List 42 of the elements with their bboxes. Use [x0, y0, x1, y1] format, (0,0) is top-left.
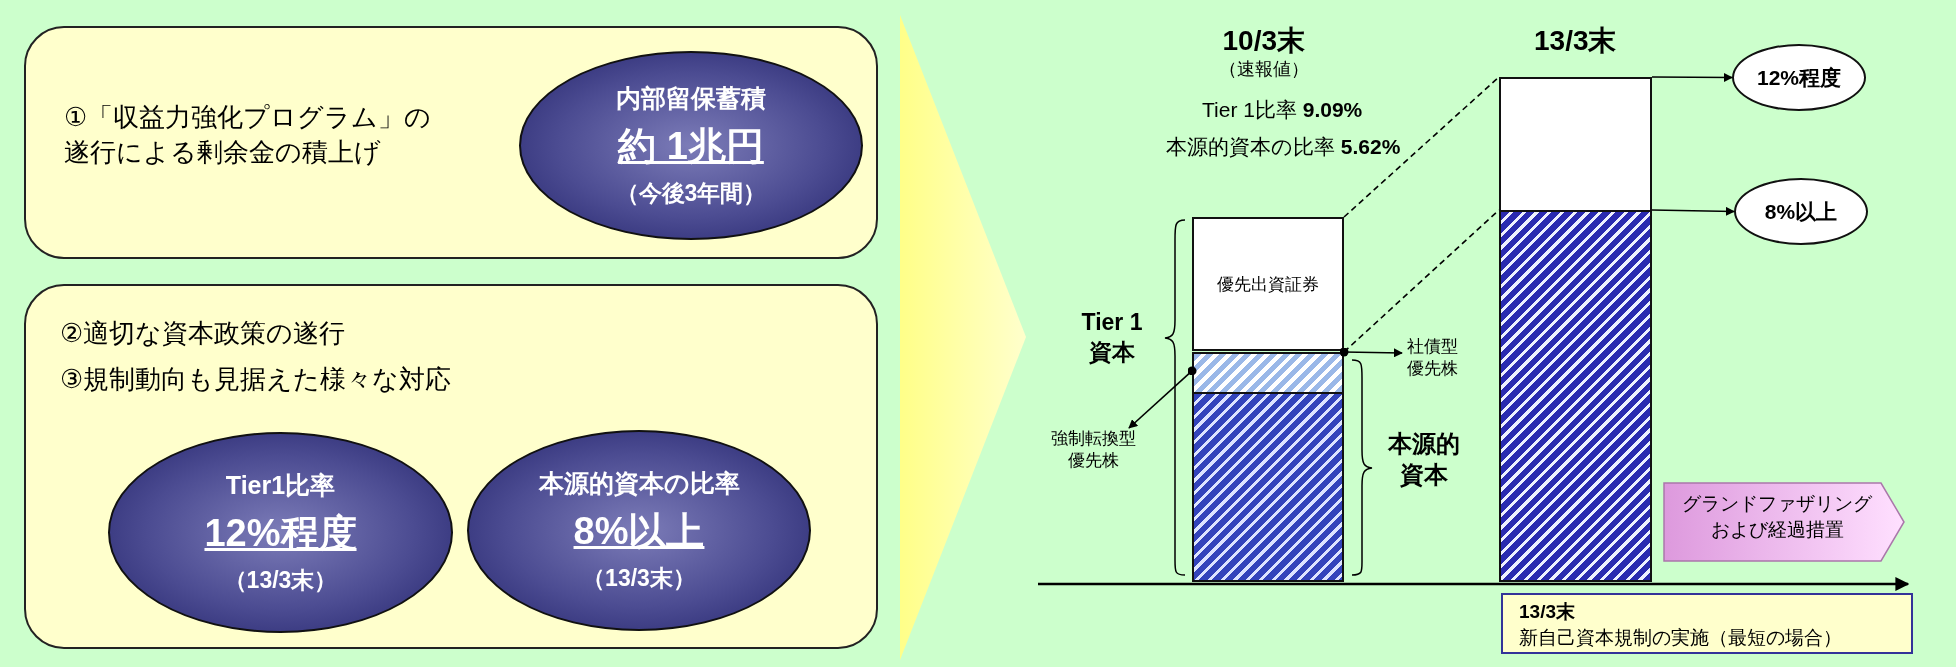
- rounded-panel: [24, 26, 878, 259]
- arrow: [1651, 206, 1735, 216]
- period-text: （13/3末）: [223, 566, 338, 595]
- annotation-text: 社債型優先株: [1402, 336, 1462, 386]
- leader-line: [1339, 347, 1403, 358]
- note-text: 新自己資本規制の実施（最短の場合）: [1519, 625, 1842, 650]
- bar-segment: [1192, 217, 1344, 351]
- note-box: [1501, 593, 1913, 654]
- value-text: 8%以上: [573, 509, 705, 554]
- bar-segment: [1499, 210, 1652, 582]
- bar-segment: [1499, 77, 1652, 212]
- heading-text: 内部留保蓄積: [616, 83, 766, 114]
- segment-label: 優先出資証券: [1217, 273, 1319, 296]
- heading-text: Tier1比率: [225, 470, 336, 501]
- period-text: （13/3末）: [582, 564, 696, 593]
- leader-line: [1128, 366, 1197, 429]
- pentagon-arrow-box: [1663, 482, 1905, 562]
- panel-text: ①「収益力強化プログラム」の遂行による剰余金の積上げ: [64, 101, 433, 170]
- dashed-line: [1343, 76, 1500, 218]
- heading-text: 本源的資本の比率: [538, 468, 740, 499]
- ratio-text: Tier 1比率 9.09%: [1202, 97, 1363, 123]
- value-text: 約 1兆円: [618, 124, 764, 169]
- value-text: 12%程度: [204, 511, 357, 556]
- dashed-line: [1343, 209, 1500, 353]
- panel-text: ②適切な資本政策の遂行: [60, 317, 346, 350]
- note-text: （速報値）: [1219, 58, 1309, 81]
- rounded-panel: [24, 284, 878, 649]
- bracket-label: 本源的資本: [1387, 429, 1461, 491]
- column-heading: 10/3末: [1222, 24, 1305, 58]
- annotation-text: 強制転換型優先株: [1048, 428, 1138, 478]
- column-heading: 13/3末: [1534, 24, 1617, 58]
- shape-text: グランドファザリングおよび経過措置: [1681, 492, 1873, 542]
- ratio-text: 本源的資本の比率 5.62%: [1166, 134, 1401, 160]
- bracket-label: Tier 1 資本: [1080, 308, 1144, 367]
- bar-segment: [1192, 352, 1344, 394]
- arrow: [1651, 72, 1733, 82]
- period-text: （今後3年間）: [615, 179, 767, 208]
- date-text: 13/3末: [1519, 600, 1575, 624]
- value-text: 12%程度: [1757, 64, 1841, 91]
- value-text: 8%以上: [1764, 198, 1838, 225]
- panel-text: ③規制動向も見据えた様々な対応: [60, 363, 452, 396]
- bar-segment: [1192, 392, 1344, 582]
